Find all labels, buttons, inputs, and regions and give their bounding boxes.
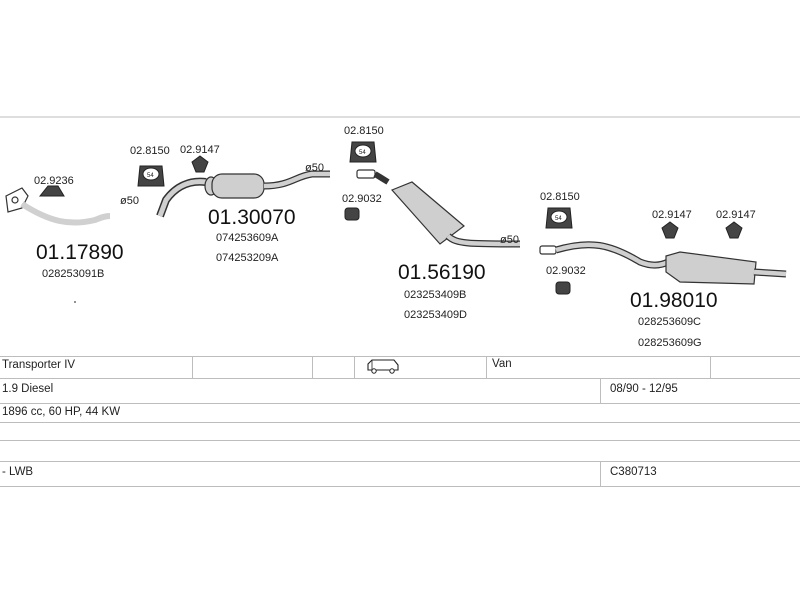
table-divider xyxy=(600,378,601,403)
hanger-hole xyxy=(142,167,160,181)
middle-silencer-inlet-sleeve xyxy=(356,169,376,179)
front-silencer-outlet xyxy=(263,171,330,189)
middle-silencer-outlet xyxy=(446,234,521,247)
vehicle-info-table: Transporter IV Van 1.9 Diesel 08/90 - 12… xyxy=(0,356,800,488)
hanger-size-text: 54 xyxy=(147,173,154,179)
hanger-02-8150-1[interactable]: 02.8150 54 xyxy=(130,145,170,187)
clamp-1-label: 02.9147 xyxy=(180,144,220,156)
table-line xyxy=(0,356,800,357)
middle-silencer-oe-number-2: 023253409D xyxy=(404,309,467,321)
table-line xyxy=(0,422,800,423)
ring-02-9032-1[interactable]: 02.9032 xyxy=(342,193,382,221)
front-pipe-part-number: 01.17890 xyxy=(36,241,124,264)
hanger-2-label: 02.8150 xyxy=(344,125,384,137)
clamp-3-label: 02.9147 xyxy=(716,209,756,221)
hanger-hole xyxy=(354,144,372,158)
table-line xyxy=(0,440,800,441)
ring-02-9032-2[interactable]: 02.9032 xyxy=(546,265,586,295)
van-icon-graphic xyxy=(367,359,399,374)
table-line xyxy=(0,461,800,462)
middle-silencer-can xyxy=(390,181,465,245)
table-divider xyxy=(354,356,355,378)
clamp-02-9147-2[interactable]: 02.9147 xyxy=(652,209,692,239)
hanger-02-8150-2[interactable]: 02.8150 54 xyxy=(344,125,384,163)
hanger-1-label: 02.8150 xyxy=(130,145,170,157)
gasket-02-9236[interactable]: 02.9236 xyxy=(34,175,74,197)
front-silencer-inlet xyxy=(157,179,207,217)
hanger-3-label: 02.8150 xyxy=(540,191,580,203)
front-pipe-oe-number-1: 028253091B xyxy=(42,268,104,280)
middle-silencer-oe-number-1: 023253409B xyxy=(404,289,466,301)
front-silencer-oe-number-2: 074253209A xyxy=(216,252,279,264)
middle-silencer-inlet xyxy=(373,171,390,185)
pipe-diameter-1: ø50 xyxy=(120,195,139,207)
ring-1-label: 02.9032 xyxy=(342,193,382,205)
middle-silencer-part-number: 01.56190 xyxy=(398,261,486,284)
system-code: C380713 xyxy=(610,466,657,478)
dot-mark xyxy=(74,301,76,303)
table-line xyxy=(0,403,800,404)
front-pipe[interactable] xyxy=(5,187,111,226)
front-silencer-can xyxy=(211,173,265,199)
clamp-bracket-icon xyxy=(661,221,679,239)
rear-silencer-oe-number-1: 028253609C xyxy=(638,316,701,328)
clamp-02-9147-3[interactable]: 02.9147 xyxy=(716,209,756,239)
clamp-bracket-icon xyxy=(725,221,743,239)
vehicle-model: Transporter IV xyxy=(2,359,76,371)
front-silencer-oe-number-1: 074253609A xyxy=(216,232,279,244)
rubber-ring-icon xyxy=(344,207,360,221)
gasket-icon xyxy=(38,185,65,197)
clamp-2-label: 02.9147 xyxy=(652,209,692,221)
table-divider xyxy=(312,356,313,378)
gasket-label: 02.9236 xyxy=(34,175,74,187)
vehicle-years: 08/90 - 12/95 xyxy=(610,383,678,395)
table-divider xyxy=(710,356,711,378)
rear-silencer[interactable] xyxy=(539,241,787,285)
rear-silencer-can xyxy=(665,251,757,285)
middle-silencer[interactable] xyxy=(356,169,521,248)
hanger-hole xyxy=(550,210,568,224)
pipe-diameter-2: ø50 xyxy=(305,162,324,174)
van-icon xyxy=(366,358,400,377)
ring-2-label: 02.9032 xyxy=(546,265,586,277)
flange-hole xyxy=(11,196,19,204)
clamp-02-9147-1[interactable]: 02.9147 xyxy=(180,144,220,173)
pipe-diameter-3: ø50 xyxy=(500,234,519,246)
tailpipe xyxy=(753,269,787,277)
table-divider xyxy=(192,356,193,378)
rear-silencer-oe-number-2: 028253609G xyxy=(638,337,702,349)
hanger-02-8150-3[interactable]: 02.8150 54 xyxy=(540,191,580,229)
hanger-size-text: 54 xyxy=(555,216,562,222)
rear-silencer-inlet-sleeve xyxy=(539,245,557,255)
vehicle-body-type: Van xyxy=(492,358,512,370)
vehicle-engine: 1.9 Diesel xyxy=(2,383,54,395)
table-line xyxy=(0,486,800,487)
vehicle-specs: 1896 cc, 60 HP, 44 KW xyxy=(2,406,121,418)
table-divider xyxy=(600,461,601,486)
rear-silencer-inlet xyxy=(555,242,670,268)
hanger-size-text: 54 xyxy=(359,150,366,156)
table-line xyxy=(0,378,800,379)
front-pipe-body xyxy=(20,201,111,226)
clamp-bracket-icon xyxy=(191,155,209,173)
front-silencer[interactable] xyxy=(156,170,330,218)
rear-silencer-part-number: 01.98010 xyxy=(630,289,718,312)
front-silencer-part-number: 01.30070 xyxy=(208,206,296,229)
vehicle-variant: - LWB xyxy=(2,466,34,478)
table-divider xyxy=(486,356,487,378)
rubber-ring-icon xyxy=(555,281,571,295)
